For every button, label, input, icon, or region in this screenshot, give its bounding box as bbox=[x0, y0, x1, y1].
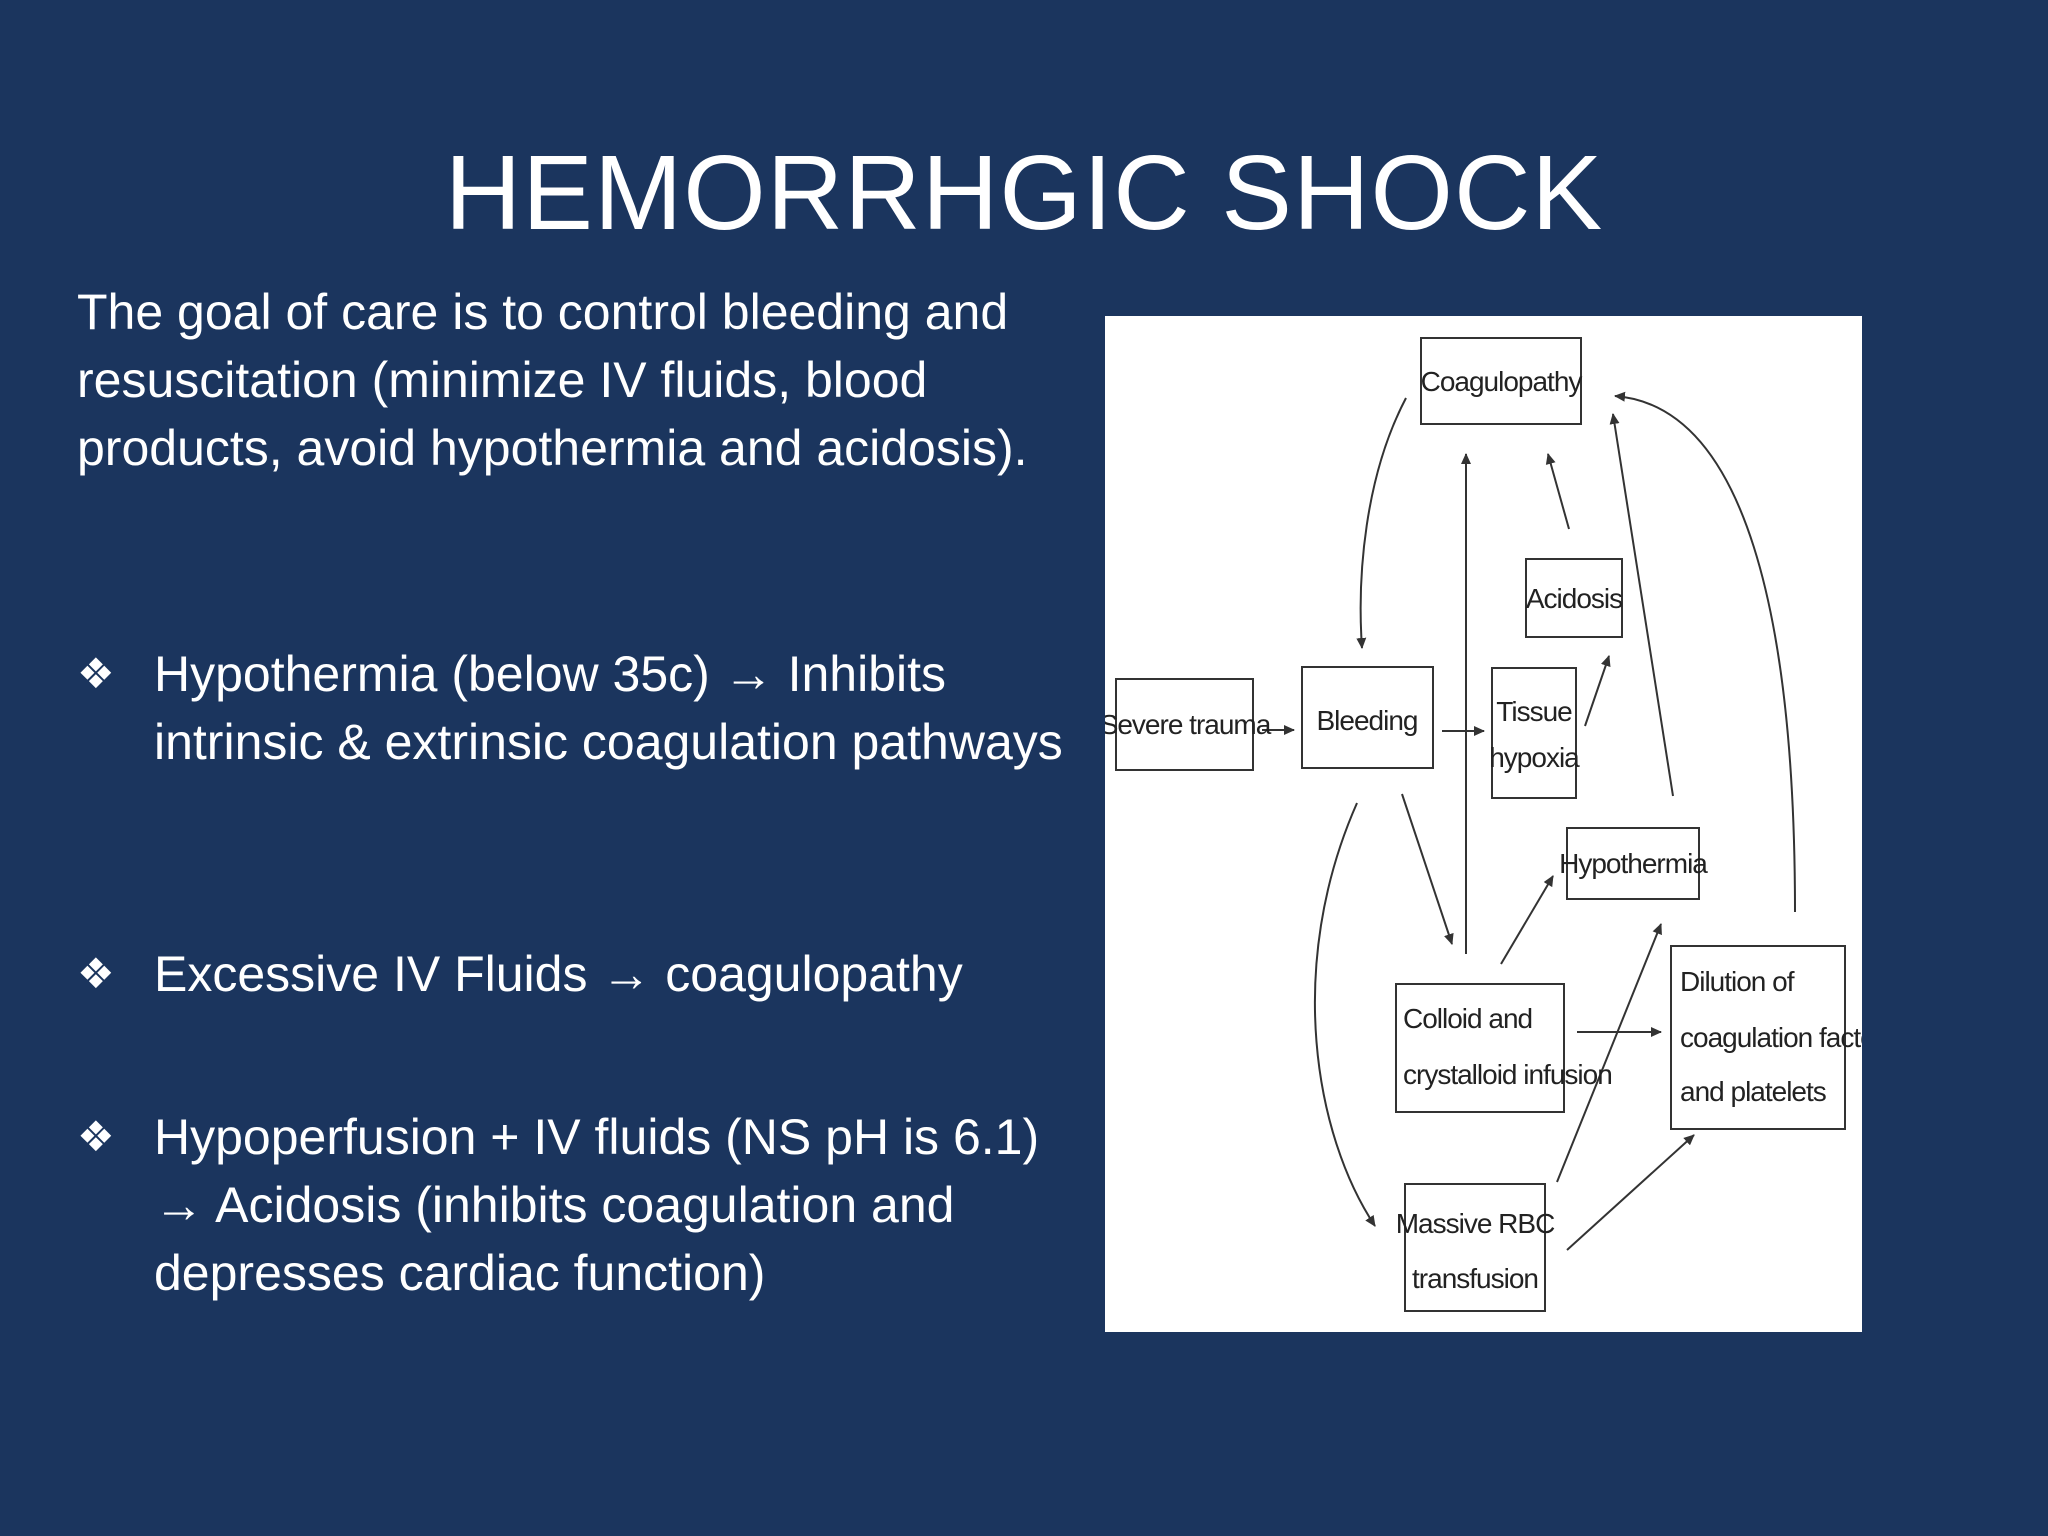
node-box-tissue-hypoxia bbox=[1491, 667, 1577, 799]
node-label-severe-trauma: Severe trauma bbox=[1105, 709, 1272, 740]
bullet-iv-fluids: ❖ Excessive IV Fluids → coagulopathy bbox=[77, 940, 1087, 1008]
node-label-tissue-line1: Tissue bbox=[1496, 696, 1572, 727]
node-box-severe-trauma bbox=[1115, 678, 1254, 771]
slide-title: HEMORRHGIC SHOCK bbox=[444, 134, 1604, 252]
arrow-hypoxia-acidosis bbox=[1584, 655, 1611, 727]
node-label-colloid-line2: crystalloid infusion bbox=[1403, 1059, 1612, 1090]
node-box-dilution bbox=[1670, 945, 1846, 1130]
flow-diagram: Coagulopathy Acidosis Severe trauma Blee… bbox=[1105, 337, 1862, 1312]
node-label-hypothermia: Hypothermia bbox=[1559, 848, 1708, 879]
node-label-rbc-line2: transfusion bbox=[1412, 1263, 1538, 1294]
arrow-rbc-hypothermia bbox=[1556, 923, 1662, 1183]
node-box-hypothermia bbox=[1566, 827, 1700, 900]
node-box-acidosis bbox=[1525, 558, 1623, 638]
four-diamond-bullet-icon: ❖ bbox=[77, 650, 115, 697]
bullet-hypoperfusion: ❖ Hypoperfusion + IV fluids (NS pH is 6.… bbox=[77, 1103, 1087, 1307]
four-diamond-bullet-icon: ❖ bbox=[77, 950, 115, 997]
arrow-rbc-dilution bbox=[1566, 1134, 1695, 1251]
node-label-acidosis: Acidosis bbox=[1526, 583, 1622, 614]
node-box-massive-rbc bbox=[1404, 1183, 1546, 1312]
arrow-bleeding-colloid bbox=[1401, 793, 1454, 945]
node-label-colloid-line1: Colloid and bbox=[1403, 1003, 1532, 1034]
node-label-coagulopathy: Coagulopathy bbox=[1421, 366, 1583, 397]
arrow-colloid-hypothermia bbox=[1500, 875, 1554, 965]
node-box-coagulopathy bbox=[1420, 337, 1582, 425]
node-box-bleeding bbox=[1301, 666, 1434, 769]
intro-paragraph: The goal of care is to control bleeding … bbox=[77, 284, 1028, 476]
arrow-dilution-coagulopathy bbox=[1614, 391, 1796, 913]
bullet-text: Hypothermia (below 35c) → Inhibits intri… bbox=[154, 646, 1063, 770]
node-label-tissue-line2: hypoxia bbox=[1489, 742, 1580, 773]
bullet-text: Hypoperfusion + IV fluids (NS pH is 6.1)… bbox=[154, 1109, 1040, 1301]
node-label-dilution-line2: coagulation factors bbox=[1680, 1022, 1862, 1053]
arrow-coagulopathy-bleeding bbox=[1356, 397, 1407, 649]
flow-diagram-figure: Coagulopathy Acidosis Severe trauma Blee… bbox=[1105, 316, 1862, 1332]
arrow-acidosis-coagulopathy bbox=[1545, 453, 1570, 530]
arrow-hypothermia-coagulopathy bbox=[1609, 413, 1674, 797]
node-label-bleeding: Bleeding bbox=[1317, 705, 1418, 736]
node-label-rbc-line1: Massive RBC bbox=[1396, 1208, 1555, 1239]
node-label-dilution-line1: Dilution of bbox=[1680, 966, 1795, 997]
bullet-hypothermia: ❖ Hypothermia (below 35c) → Inhibits int… bbox=[77, 640, 1087, 776]
node-box-colloid-infusion bbox=[1395, 983, 1565, 1113]
arrow-bleeding-rbc bbox=[1313, 802, 1376, 1227]
four-diamond-bullet-icon: ❖ bbox=[77, 1113, 115, 1160]
node-label-dilution-line3: and platelets bbox=[1680, 1076, 1826, 1107]
bullet-text: Excessive IV Fluids → coagulopathy bbox=[154, 946, 963, 1002]
